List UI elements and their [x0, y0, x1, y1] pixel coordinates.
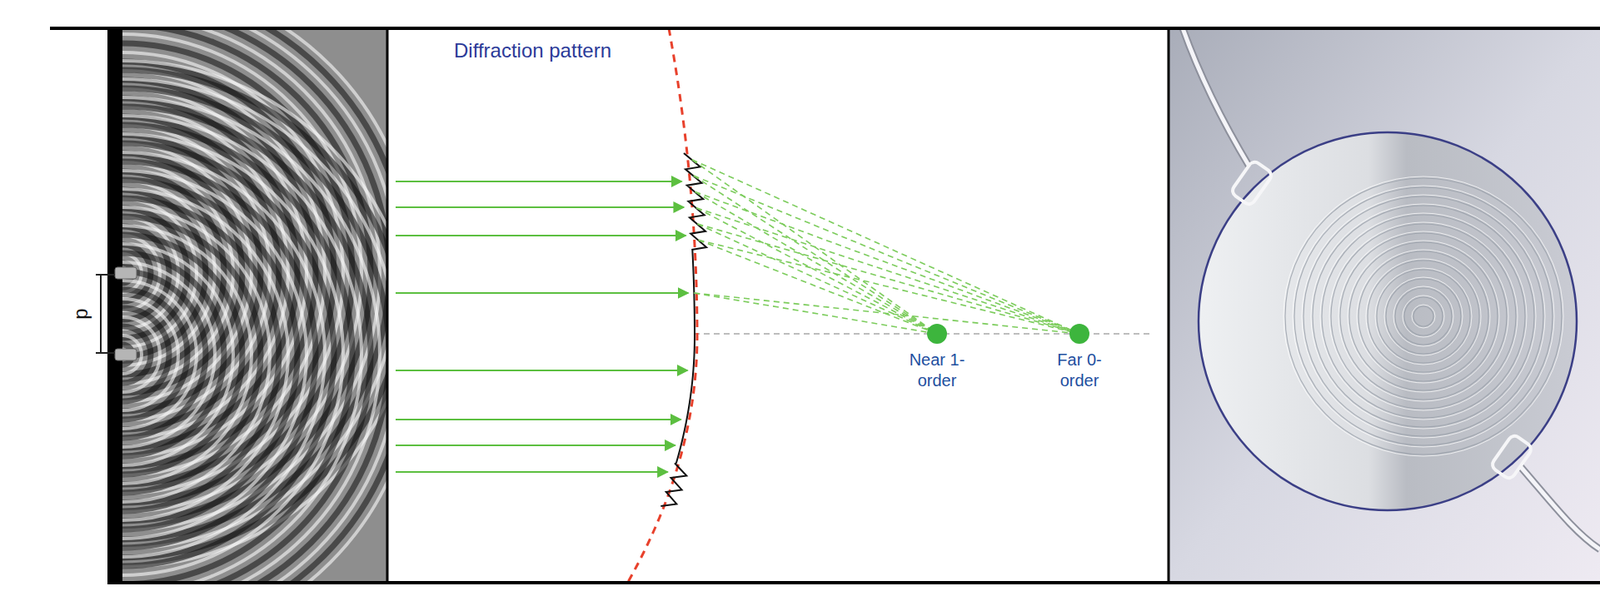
diffractive-lens-panel — [395, 28, 1154, 584]
slit — [114, 348, 137, 361]
lens-profile — [660, 153, 707, 507]
focal-point — [927, 323, 948, 344]
incident-ray — [395, 234, 686, 237]
pitch-label: p — [68, 308, 94, 320]
panel-frame — [49, 28, 1600, 584]
incident-ray — [395, 292, 688, 295]
double-slit-panel — [0, 0, 417, 601]
focused-ray — [698, 239, 1080, 334]
focused-ray — [692, 159, 1080, 334]
focused-ray — [695, 191, 1080, 334]
incident-ray — [395, 471, 668, 474]
focused-ray — [693, 175, 938, 334]
focused-ray — [698, 239, 938, 334]
focused-ray — [697, 224, 938, 334]
focused-ray — [696, 208, 938, 334]
incident-ray — [395, 206, 684, 209]
slit — [114, 267, 137, 280]
incident-ray — [395, 180, 682, 183]
wave-pattern — [122, 28, 388, 584]
slit-wall — [107, 28, 123, 584]
focus-label: Far 0-order — [1037, 349, 1122, 392]
focal-point — [1069, 323, 1090, 344]
focused-ray — [695, 191, 938, 334]
refractive-arc — [628, 28, 698, 584]
iol-photo — [1168, 28, 1600, 584]
focused-ray — [693, 175, 1080, 334]
focused-ray — [693, 293, 938, 334]
focus-label: Near 1-order — [895, 349, 979, 392]
diagram-heading: Diffraction pattern — [453, 38, 612, 64]
focused-ray — [693, 293, 1080, 334]
incident-ray — [395, 369, 688, 372]
pitch-bracket — [95, 274, 115, 354]
incident-ray — [395, 418, 681, 421]
focused-ray — [697, 224, 1080, 334]
focused-ray — [696, 208, 1080, 334]
incident-ray — [395, 444, 676, 447]
